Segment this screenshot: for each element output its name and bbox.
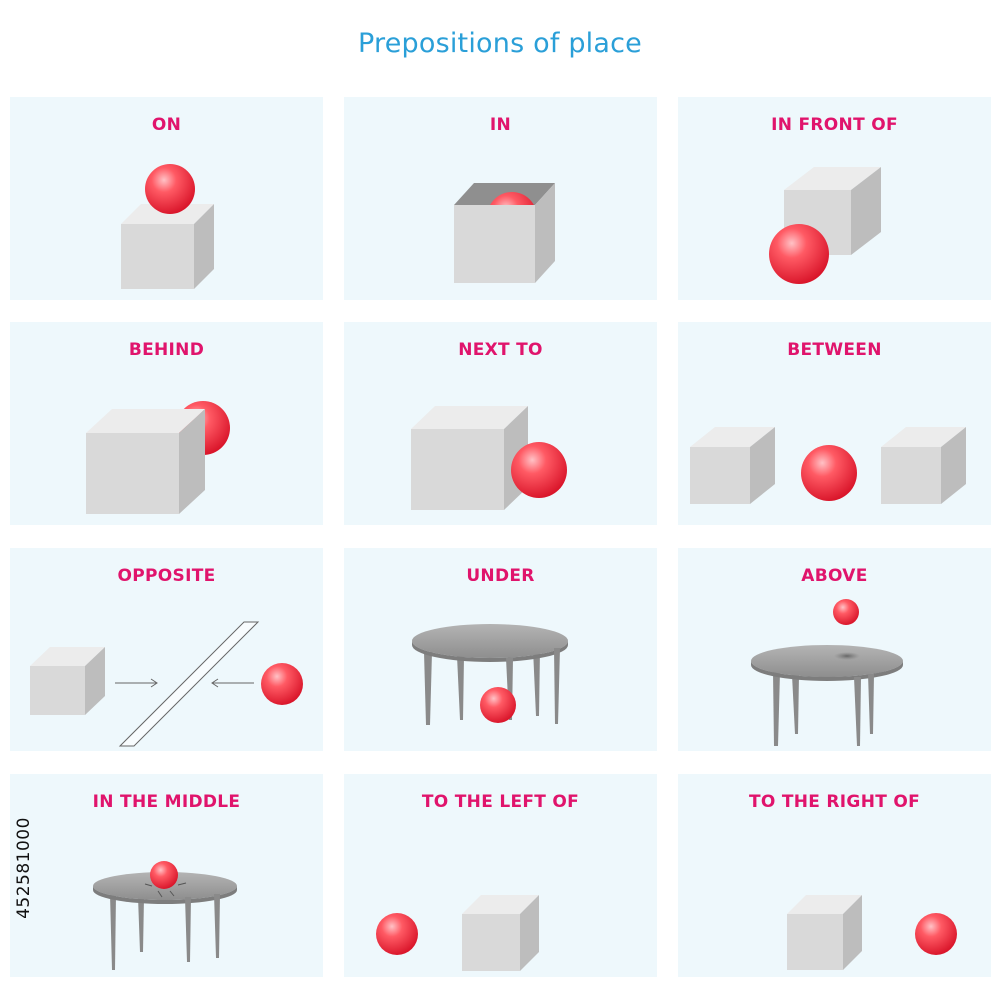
open-box	[454, 183, 555, 283]
left-cube	[690, 427, 775, 504]
between-illustration	[690, 427, 966, 504]
in-the-middle-illustration	[93, 861, 237, 970]
ball	[145, 164, 195, 214]
panel-label: IN THE MIDDLE	[92, 792, 241, 812]
panel-label: BEHIND	[128, 340, 205, 360]
above-illustration	[751, 599, 903, 746]
to-the-right-of-illustration	[787, 895, 957, 970]
arrow-right	[115, 678, 158, 688]
ball	[261, 663, 303, 705]
to-the-left-of-illustration	[376, 895, 539, 971]
ball	[150, 861, 178, 889]
ball-shadow	[834, 652, 860, 660]
mirror-plane	[118, 621, 260, 747]
ball	[833, 599, 859, 625]
ball	[769, 224, 829, 284]
center-marks	[144, 882, 187, 898]
opposite-illustration	[30, 621, 303, 747]
panel-on: ON	[10, 97, 323, 300]
ball	[376, 913, 418, 955]
table	[751, 645, 903, 746]
page-title: Prepositions of place	[358, 28, 642, 59]
panel-in-the-middle: IN THE MIDDLE	[10, 774, 323, 977]
panel-label: BETWEEN	[787, 340, 882, 360]
panel-under: UNDER	[344, 548, 657, 751]
panel-label: IN FRONT OF	[771, 115, 898, 135]
behind-illustration	[86, 401, 230, 514]
panel-in: IN	[344, 97, 657, 300]
in-illustration	[454, 183, 555, 283]
in-front-of-illustration	[769, 167, 881, 284]
panel-between: BETWEEN	[678, 322, 991, 525]
arrow-left	[211, 678, 254, 688]
ball	[480, 687, 516, 723]
cube	[462, 895, 539, 971]
panel-label: ON	[151, 115, 182, 135]
under-illustration	[412, 624, 568, 725]
panel-to-the-right-of: TO THE RIGHT OF	[678, 774, 991, 977]
cube	[121, 204, 214, 289]
cube	[30, 647, 105, 715]
panel-in-front-of: IN FRONT OF	[678, 97, 991, 300]
panel-label: IN	[489, 115, 512, 135]
right-cube	[881, 427, 966, 504]
panel-behind: BEHIND	[10, 322, 323, 525]
ball	[801, 445, 857, 501]
panel-label: NEXT TO	[458, 340, 543, 360]
stock-id-text: 452581000	[14, 817, 34, 919]
cube	[86, 409, 205, 514]
panel-label: UNDER	[466, 566, 535, 586]
ball	[915, 913, 957, 955]
panel-above: ABOVE	[678, 548, 991, 751]
panel-label: TO THE RIGHT OF	[749, 792, 920, 812]
panel-label: ABOVE	[801, 566, 868, 586]
on-illustration	[121, 164, 214, 289]
stock-id: 452581000	[13, 762, 35, 974]
next-to-illustration	[411, 406, 567, 510]
cube	[411, 406, 528, 510]
ball	[511, 442, 567, 498]
panel-label: TO THE LEFT OF	[421, 792, 580, 812]
panel-to-the-left-of: TO THE LEFT OF	[344, 774, 657, 977]
cube	[787, 895, 862, 970]
panel-opposite: OPPOSITE	[10, 548, 323, 751]
panel-next-to: NEXT TO	[344, 322, 657, 525]
panel-label: OPPOSITE	[117, 566, 216, 586]
